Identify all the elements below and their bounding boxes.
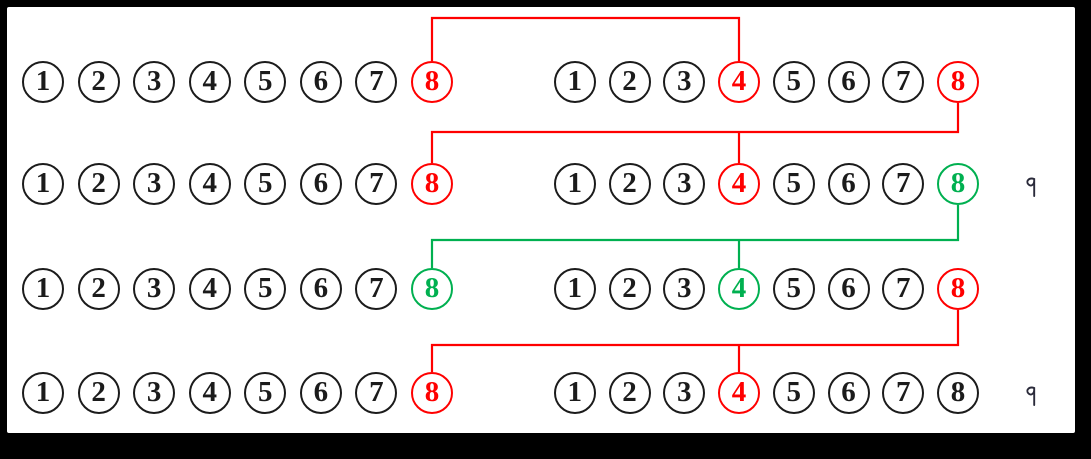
circle-row1-left-3: 3 — [133, 61, 176, 103]
circle-row4-left-6: 6 — [299, 372, 342, 414]
circle-row2-left-6: 6 — [299, 163, 342, 205]
reversed-pilcrow-icon — [1026, 177, 1036, 197]
circle-row3-left-7: 7 — [355, 268, 398, 310]
circle-row1-left-8: 8 — [410, 61, 453, 103]
circle-row4-right-3: 3 — [663, 372, 706, 414]
circle-row2-right-8: 8 — [937, 163, 979, 205]
circle-row1-left-4: 4 — [188, 61, 231, 103]
circle-row3-left-1: 1 — [22, 268, 64, 310]
circle-row1-left-5: 5 — [244, 61, 287, 103]
circle-row3-right-2: 2 — [608, 268, 651, 310]
circle-row2-left-5: 5 — [244, 163, 287, 205]
circle-row2-left-3: 3 — [133, 163, 176, 205]
circle-row3-right-7: 7 — [882, 268, 925, 310]
circle-row4-left-3: 3 — [133, 372, 176, 414]
circle-row1-right-3: 3 — [663, 61, 706, 103]
reversed-pilcrow-icon — [1026, 386, 1036, 406]
circle-row1-left-6: 6 — [299, 61, 342, 103]
circle-row3-right-3: 3 — [663, 268, 706, 310]
circle-row2-left-8: 8 — [410, 163, 453, 205]
circle-row4-left-8: 8 — [410, 372, 453, 414]
circle-row4-left-1: 1 — [22, 372, 64, 414]
circle-row2-right-3: 3 — [663, 163, 706, 205]
circle-row1-right-8: 8 — [937, 61, 979, 103]
circle-row3-right-5: 5 — [772, 268, 815, 310]
circle-row4-left-4: 4 — [188, 372, 231, 414]
circle-row3-right-4: 4 — [718, 268, 760, 310]
circle-row4-right-5: 5 — [772, 372, 815, 414]
circle-row4-right-2: 2 — [608, 372, 651, 414]
circle-row4-right-6: 6 — [827, 372, 870, 414]
circle-row2-right-7: 7 — [882, 163, 925, 205]
circle-row1-right-4: 4 — [718, 61, 760, 103]
circle-row4-right-7: 7 — [882, 372, 925, 414]
circle-row1-right-7: 7 — [882, 61, 925, 103]
circle-row2-right-1: 1 — [553, 163, 596, 205]
circle-row4-left-7: 7 — [355, 372, 398, 414]
circle-row4-right-1: 1 — [553, 372, 596, 414]
circle-row3-right-6: 6 — [827, 268, 870, 310]
circle-row1-right-6: 6 — [827, 61, 870, 103]
circle-row1-left-7: 7 — [355, 61, 398, 103]
circle-row3-left-4: 4 — [188, 268, 231, 310]
circle-row3-left-5: 5 — [244, 268, 287, 310]
circle-row4-right-4: 4 — [718, 372, 760, 414]
circle-row3-left-3: 3 — [133, 268, 176, 310]
circle-row2-right-6: 6 — [827, 163, 870, 205]
circle-row3-right-1: 1 — [553, 268, 596, 310]
circle-row3-left-2: 2 — [77, 268, 120, 310]
circle-row2-left-1: 1 — [22, 163, 64, 205]
circle-row3-left-8: 8 — [410, 268, 453, 310]
circle-row2-left-2: 2 — [77, 163, 120, 205]
circle-row1-right-5: 5 — [772, 61, 815, 103]
circle-row2-left-4: 4 — [188, 163, 231, 205]
circle-row1-left-1: 1 — [22, 61, 64, 103]
circle-row1-right-1: 1 — [553, 61, 596, 103]
circle-row4-right-8: 8 — [937, 372, 979, 414]
circle-row2-right-2: 2 — [608, 163, 651, 205]
circle-row1-right-2: 2 — [608, 61, 651, 103]
circle-row3-left-6: 6 — [299, 268, 342, 310]
circle-row1-left-2: 2 — [77, 61, 120, 103]
circle-row2-right-4: 4 — [718, 163, 760, 205]
circle-row4-left-5: 5 — [244, 372, 287, 414]
circle-row2-left-7: 7 — [355, 163, 398, 205]
circle-row2-right-5: 5 — [772, 163, 815, 205]
circle-row3-right-8: 8 — [937, 268, 979, 310]
circle-row4-left-2: 2 — [77, 372, 120, 414]
